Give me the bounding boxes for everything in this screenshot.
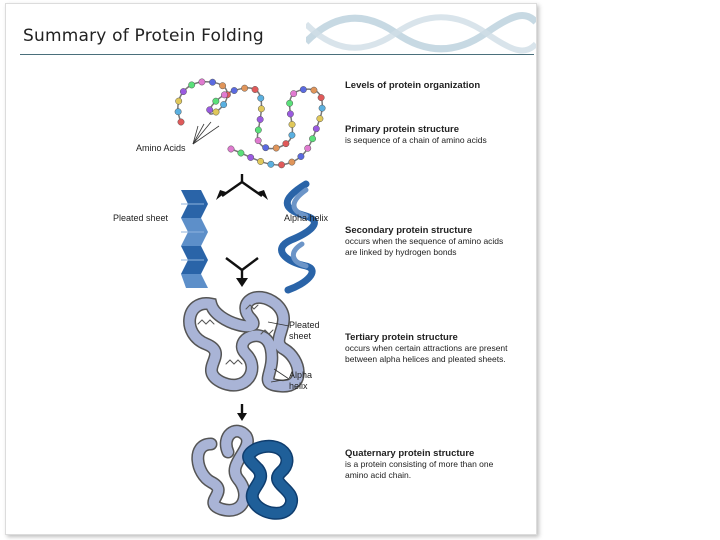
quaternary-structure-shape [191, 424, 298, 520]
amino-acid-chain [174, 78, 326, 169]
amino-acid-bead [278, 161, 285, 169]
amino-acid-bead [286, 110, 294, 118]
amino-acid-bead [288, 121, 296, 128]
amino-acid-bead [247, 153, 255, 161]
pleated-sheet-shape [181, 190, 208, 288]
quaternary-desc-line2: amino acid chain. [345, 470, 412, 480]
amino-acid-bead [310, 86, 318, 94]
amino-acid-bead [309, 135, 316, 143]
dna-helix-decoration [306, 12, 536, 54]
amino-acid-bead [177, 118, 185, 126]
secondary-desc-line2: are linked by hydrogen bonds [345, 247, 457, 257]
amino-acid-bead [175, 97, 183, 105]
merge-arrow [225, 257, 259, 280]
amino-acid-bead [317, 94, 325, 102]
tertiary-helix-label-1: Alpha [289, 370, 313, 380]
amino-acid-bead [257, 157, 265, 165]
amino-acid-bead [174, 108, 182, 116]
quaternary-desc-line1: is a protein consisting of more than one [345, 459, 494, 469]
amino-acid-bead [272, 144, 280, 152]
amino-acid-bead [206, 106, 214, 114]
amino-acid-bead [286, 99, 294, 107]
amino-acid-bead [299, 86, 307, 94]
slide: Summary of Protein Folding [5, 3, 537, 535]
amino-acid-bead [290, 90, 298, 98]
quaternary-title: Quaternary protein structure [345, 448, 475, 459]
amino-acid-bead [282, 140, 290, 148]
amino-acid-bead [220, 101, 228, 109]
amino-acid-bead [257, 105, 265, 113]
tertiary-pleated-label-1: Pleated [289, 320, 320, 330]
amino-acid-bead [254, 137, 262, 145]
amino-acid-bead [251, 86, 259, 93]
amino-acid-bead [179, 88, 187, 96]
tertiary-title: Tertiary protein structure [345, 332, 458, 343]
tertiary-desc-line2: between alpha helices and pleated sheets… [345, 354, 506, 364]
amino-acid-bead [241, 84, 249, 92]
split-arrow [221, 174, 263, 197]
amino-acid-bead [256, 115, 264, 123]
amino-acids-pointer [192, 121, 220, 145]
amino-acid-bead [267, 160, 275, 168]
amino-acid-bead [227, 145, 235, 153]
amino-acid-bead [212, 108, 220, 116]
title-underline [20, 54, 534, 55]
amino-acid-bead [297, 153, 305, 160]
amino-acid-bead [288, 158, 296, 166]
amino-acid-bead [209, 78, 217, 86]
tertiary-pointers [267, 321, 290, 383]
amino-acid-bead [219, 82, 227, 90]
protein-folding-diagram [174, 78, 326, 520]
alpha-helix-shape [278, 180, 318, 294]
pleated-sheet-label: Pleated sheet [113, 213, 169, 223]
secondary-title: Secondary protein structure [345, 225, 473, 236]
primary-title: Primary protein structure [345, 124, 460, 135]
down-arrow [237, 404, 247, 421]
amino-acid-bead [257, 94, 265, 102]
amino-acid-bead [312, 125, 320, 133]
amino-acid-bead [188, 81, 196, 89]
tertiary-pleated-label-2: sheet [289, 331, 312, 341]
amino-acid-bead [212, 97, 220, 105]
amino-acid-bead [230, 87, 238, 94]
amino-acid-bead [220, 91, 228, 99]
amino-acid-bead [198, 78, 206, 86]
amino-acid-bead [262, 144, 270, 152]
levels-heading: Levels of protein organization [345, 80, 481, 91]
tertiary-structure-shape [183, 290, 305, 393]
alpha-helix-label: Alpha helix [284, 213, 329, 223]
amino-acid-bead [237, 149, 245, 157]
amino-acids-label: Amino Acids [136, 143, 186, 153]
amino-acid-bead [288, 131, 296, 139]
tertiary-desc-line1: occurs when certain attractions are pres… [345, 343, 508, 353]
amino-acid-bead [316, 115, 324, 123]
amino-acid-bead [254, 126, 262, 134]
primary-desc-line1: is sequence of a chain of amino acids [345, 135, 487, 145]
amino-acid-bead [318, 104, 326, 112]
secondary-desc-line1: occurs when the sequence of amino acids [345, 236, 504, 246]
amino-acid-bead [304, 144, 312, 152]
slide-title: Summary of Protein Folding [23, 26, 264, 46]
tertiary-helix-label-2: helix [289, 381, 308, 391]
